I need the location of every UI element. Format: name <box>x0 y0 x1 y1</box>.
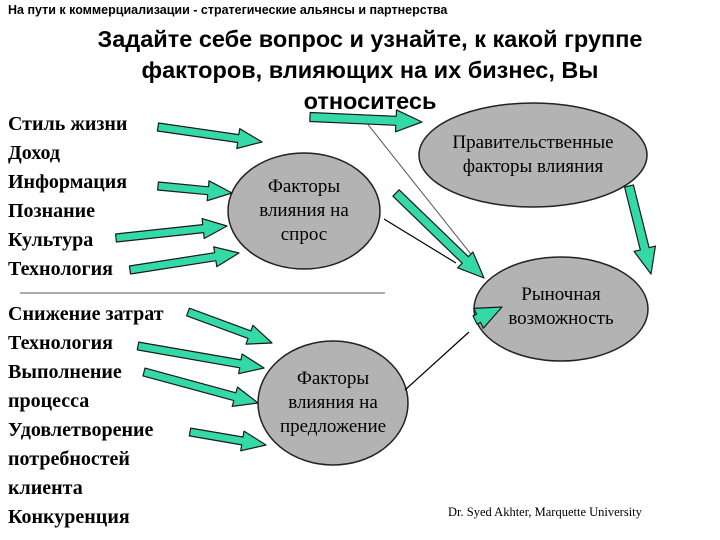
title-line-3: относитесь <box>303 88 437 114</box>
demand-factors-ellipse <box>227 152 381 270</box>
supply-factor-item: Технология <box>8 332 113 354</box>
supply-to-market-line <box>404 331 470 391</box>
government-factors-ellipse <box>418 102 648 208</box>
demand-arrow <box>128 246 240 275</box>
title-to-government-arrow <box>309 109 423 133</box>
supply-factor-item: клиента <box>8 477 83 499</box>
demand-to-market-arrow <box>392 189 485 279</box>
supply-factor-list: Снижение затрат Технология Выполнение пр… <box>8 300 164 532</box>
page-title: Задайте себе вопрос и узнайте, к какой г… <box>40 24 700 117</box>
demand-factor-item: Информация <box>8 171 128 193</box>
supply-arrow <box>186 307 273 345</box>
market-label-line: возможность <box>508 308 614 329</box>
supply-factor-item: потребностей <box>8 448 130 470</box>
supply-label-line: влияния на <box>288 392 378 413</box>
supply-factor-item: Выполнение <box>8 361 122 383</box>
supply-arrow <box>136 341 265 375</box>
demand-to-market-line <box>383 218 457 264</box>
demand-label-line: влияния на <box>259 200 349 221</box>
demand-factor-item: Культура <box>8 229 94 251</box>
demand-factor-item: Доход <box>8 142 61 164</box>
supply-arrow <box>142 367 259 407</box>
demand-label-line: спрос <box>280 224 328 245</box>
supply-label-line: Факторы <box>296 368 370 389</box>
demand-factor-list: Стиль жизни Доход Информация Познание Ку… <box>8 110 127 284</box>
diagonal-divider <box>365 121 475 259</box>
government-factors-label: Правительственные факторы влияния <box>419 130 647 180</box>
government-to-market-arrow <box>623 184 657 275</box>
supply-to-market-arrow <box>472 306 503 329</box>
supply-factors-label: Факторы влияния на предложение <box>258 360 408 446</box>
breadcrumb: На пути к коммерциализации - стратегичес… <box>8 3 448 17</box>
author-credit: Dr. Syed Akhter, Marquette University <box>448 505 642 519</box>
government-label-line: факторы влияния <box>462 156 604 177</box>
demand-factor-item: Познание <box>8 200 96 222</box>
supply-factor-item: Снижение затрат <box>8 303 164 325</box>
market-opportunity-label: Рыночная возможность <box>474 281 648 333</box>
demand-arrow <box>114 218 228 243</box>
demand-factor-item: Стиль жизни <box>8 113 128 135</box>
supply-arrow <box>188 427 267 452</box>
demand-label-line: Факторы <box>267 176 341 197</box>
supply-factor-item: Конкуренция <box>8 506 130 528</box>
government-label-line: Правительственные <box>452 132 614 153</box>
supply-factor-item: процесса <box>8 390 90 412</box>
market-label-line: Рыночная <box>521 284 601 305</box>
supply-factor-item: Удовлетворение <box>8 419 154 441</box>
demand-arrow <box>157 180 233 202</box>
supply-label-line: предложение <box>279 416 387 437</box>
demand-factor-item: Технология <box>8 258 113 280</box>
demand-factors-label: Факторы влияния на спрос <box>228 163 380 259</box>
title-line-1: Задайте себе вопрос и узнайте, к какой г… <box>97 26 643 52</box>
title-line-2: факторов, влияющих на их бизнес, Вы <box>141 57 599 83</box>
demand-arrow <box>156 122 263 150</box>
